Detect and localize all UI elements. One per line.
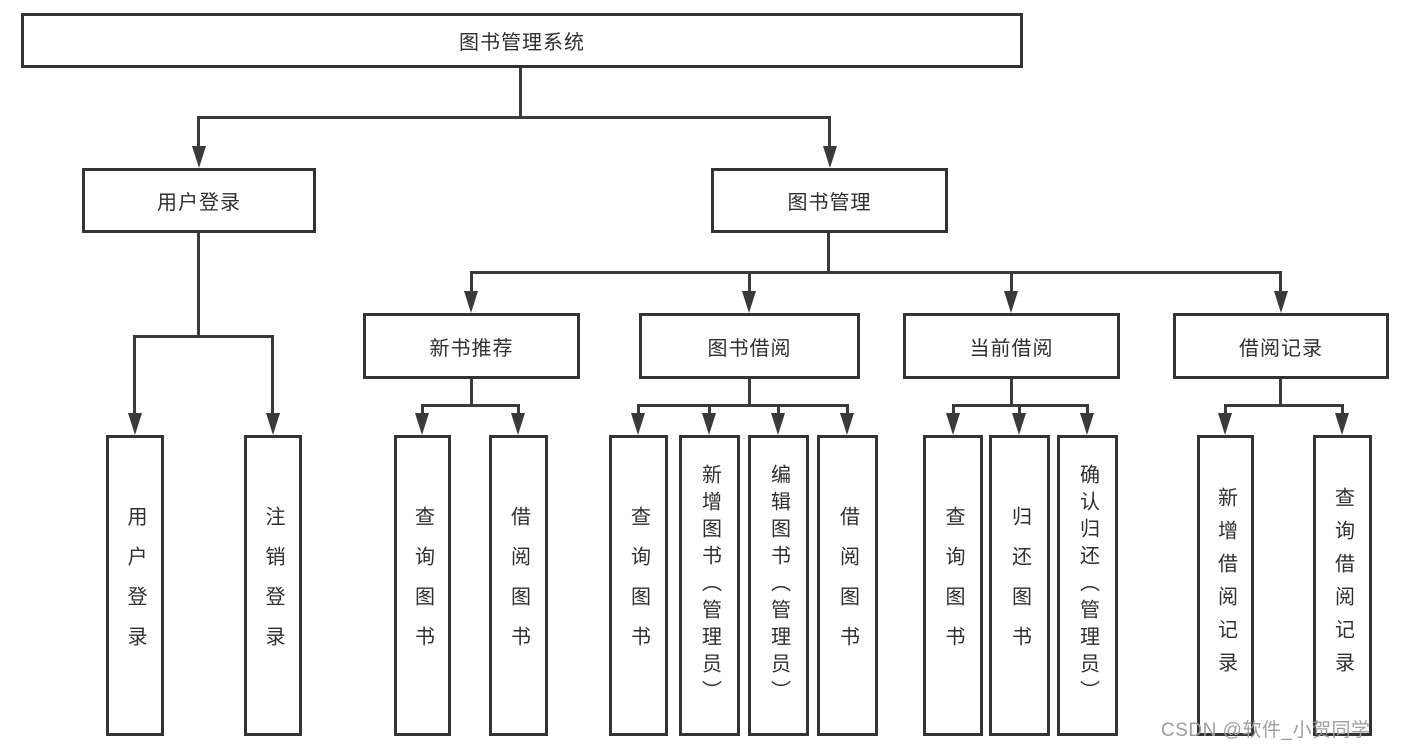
- arrow-into-book-management: [823, 146, 837, 168]
- leaf-add-books-admin-label: 新增图书（管理员）: [698, 464, 721, 707]
- arrow-into-bb-query: [631, 413, 645, 435]
- connector-leaf-user-login-drop: [133, 335, 136, 417]
- node-new-book-recommend: 新书推荐: [363, 313, 580, 379]
- leaf-current-query-books-label: 查询图书: [942, 505, 964, 666]
- leaf-logout: 注销登录: [244, 435, 302, 736]
- connector-bb-borrow-drop: [846, 404, 849, 418]
- connector-current-borrow-drop: [1010, 271, 1013, 295]
- connector-bb-add-drop: [708, 404, 711, 418]
- arrow-into-user-login: [192, 146, 206, 168]
- leaf-confirm-return-admin: 确认归还（管理员）: [1057, 435, 1118, 736]
- connector-br-add-drop: [1224, 404, 1227, 418]
- connector-current-borrow-stem: [1010, 379, 1013, 406]
- leaf-recommend-query-books: 查询图书: [394, 435, 451, 736]
- connector-user-login-stem: [197, 233, 200, 337]
- leaf-borrow-query-books: 查询图书: [609, 435, 668, 736]
- arrow-into-cb-confirm: [1080, 413, 1094, 435]
- connector-book-management-drop: [828, 116, 831, 150]
- arrow-into-bb-borrow: [840, 413, 854, 435]
- watermark: CSDN @软件_小贺同学: [1161, 720, 1371, 741]
- node-book-management-label: 图书管理: [787, 192, 872, 214]
- connector-level2-bus: [198, 116, 831, 119]
- leaf-query-borrow-record-label: 查询借阅记录: [1331, 486, 1354, 685]
- leaf-borrow-borrow-books-label: 借阅图书: [836, 505, 859, 666]
- arrow-into-bb-add: [702, 413, 716, 435]
- arrow-into-new-book-recommend: [464, 291, 478, 313]
- connector-recommend-stem: [470, 379, 473, 406]
- leaf-edit-books-admin: 编辑图书（管理员）: [748, 435, 809, 736]
- node-borrow-records: 借阅记录: [1173, 313, 1389, 379]
- connector-cb-query-drop: [952, 404, 955, 418]
- connector-borrow-records-stem: [1279, 379, 1282, 406]
- node-book-borrow: 图书借阅: [639, 313, 860, 379]
- connector-recommend-bus: [421, 404, 520, 407]
- node-borrow-records-label: 借阅记录: [1239, 337, 1323, 360]
- node-book-borrow-label: 图书借阅: [707, 337, 792, 360]
- connector-recommend-query-drop: [421, 404, 424, 418]
- arrow-into-current-borrow: [1004, 291, 1018, 313]
- node-new-book-recommend-label: 新书推荐: [429, 337, 514, 360]
- connector-book-borrow-drop: [748, 271, 751, 295]
- arrow-into-book-borrow: [742, 291, 756, 313]
- leaf-recommend-borrow-books-label: 借阅图书: [507, 505, 530, 666]
- connector-level3-bus: [470, 271, 1282, 274]
- connector-borrow-records-bus: [1224, 404, 1344, 407]
- node-user-login: 用户登录: [82, 168, 316, 233]
- leaf-logout-label: 注销登录: [262, 505, 284, 666]
- arrow-into-leaf-user-login: [128, 413, 142, 435]
- connector-borrow-records-drop: [1279, 271, 1282, 295]
- leaf-recommend-query-books-label: 查询图书: [411, 505, 434, 666]
- leaf-user-login: 用户登录: [106, 435, 164, 736]
- connector-root-stem: [519, 68, 522, 117]
- connector-user-login-drop: [197, 116, 200, 150]
- connector-book-borrow-stem: [748, 379, 751, 406]
- connector-book-borrow-bus: [637, 404, 849, 407]
- node-root: 图书管理系统: [21, 13, 1023, 68]
- arrow-into-cb-return: [1012, 413, 1026, 435]
- arrow-into-recommend-borrow: [511, 413, 525, 435]
- arrow-into-br-query: [1335, 413, 1349, 435]
- arrow-into-cb-query: [946, 413, 960, 435]
- leaf-confirm-return-admin-label: 确认归还（管理员）: [1076, 464, 1099, 707]
- leaf-borrow-borrow-books: 借阅图书: [817, 435, 878, 736]
- node-root-label: 图书管理系统: [459, 32, 585, 54]
- arrow-into-br-add: [1218, 413, 1232, 435]
- connector-cb-confirm-drop: [1086, 404, 1089, 418]
- arrow-into-bb-edit: [771, 413, 785, 435]
- node-user-login-label: 用户登录: [157, 192, 241, 214]
- connector-new-book-drop: [470, 271, 473, 295]
- connector-bb-edit-drop: [777, 404, 780, 418]
- connector-cb-return-drop: [1018, 404, 1021, 418]
- leaf-recommend-borrow-books: 借阅图书: [489, 435, 548, 736]
- connector-leaf-logout-drop: [271, 335, 274, 417]
- arrow-into-recommend-query: [415, 413, 429, 435]
- arrow-into-leaf-logout: [266, 413, 280, 435]
- leaf-add-books-admin: 新增图书（管理员）: [679, 435, 740, 736]
- leaf-add-borrow-record: 新增借阅记录: [1197, 435, 1254, 736]
- leaf-edit-books-admin-label: 编辑图书（管理员）: [767, 464, 790, 707]
- leaf-borrow-query-books-label: 查询图书: [627, 505, 650, 666]
- connector-book-management-stem: [827, 233, 830, 273]
- connector-br-query-drop: [1341, 404, 1344, 418]
- connector-user-login-bus: [133, 335, 274, 338]
- leaf-user-login-label: 用户登录: [124, 505, 146, 666]
- node-book-management: 图书管理: [711, 168, 948, 233]
- leaf-query-borrow-record: 查询借阅记录: [1313, 435, 1372, 736]
- leaf-add-borrow-record-label: 新增借阅记录: [1214, 486, 1237, 685]
- arrow-into-borrow-records: [1274, 291, 1288, 313]
- node-current-borrow: 当前借阅: [903, 313, 1120, 379]
- leaf-return-books-label: 归还图书: [1008, 505, 1031, 666]
- node-current-borrow-label: 当前借阅: [969, 337, 1054, 360]
- connector-bb-query-drop: [637, 404, 640, 418]
- connector-recommend-borrow-drop: [517, 404, 520, 418]
- leaf-current-query-books: 查询图书: [923, 435, 983, 736]
- leaf-return-books: 归还图书: [989, 435, 1050, 736]
